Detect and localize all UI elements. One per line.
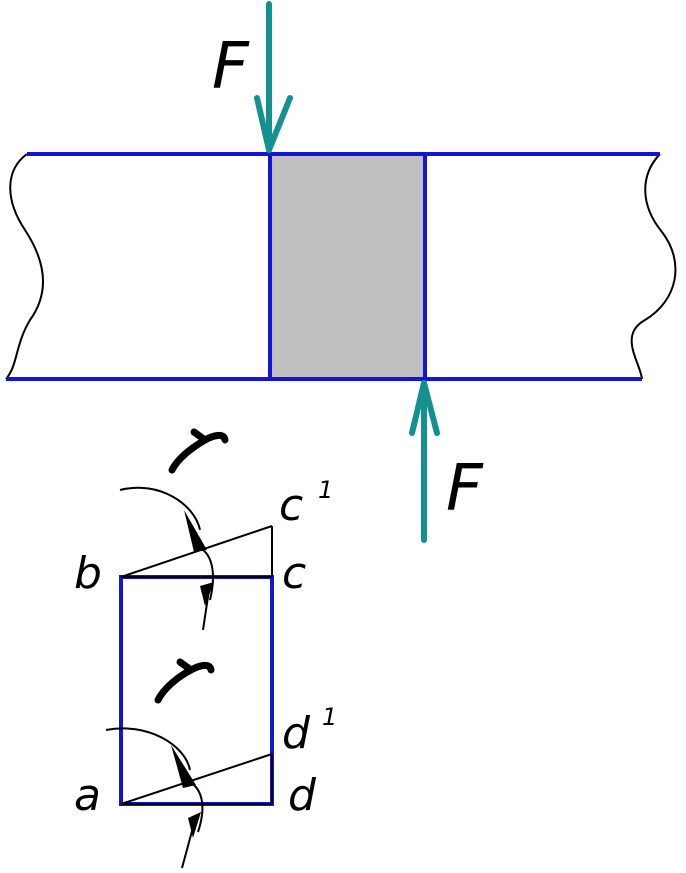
point-label-b: b [74, 548, 102, 599]
force-arrow-bottom [409, 380, 440, 543]
shear-zone [270, 154, 425, 379]
force-label-bottom: F [446, 452, 484, 526]
angle-arrowhead-top-1 [184, 510, 207, 552]
force-arrow-top [254, 1, 293, 153]
angle-arrowhead-top-2 [200, 582, 214, 606]
deformed-line-a-d1 [120, 753, 273, 805]
point-label-c: c [282, 548, 306, 599]
point-label-d-prime: d [282, 708, 311, 759]
angle-symbol-top [168, 428, 229, 474]
prime-mark-c: 1 [318, 476, 333, 504]
point-label-a: a [74, 770, 101, 821]
left-break-line [5, 153, 44, 380]
angle-arrowhead-bottom-2 [188, 812, 201, 838]
prime-mark-d: 1 [322, 703, 337, 731]
beam [5, 152, 677, 381]
point-label-c-prime: c [279, 480, 303, 531]
angle-arrowhead-bottom-1 [171, 745, 196, 788]
point-label-d: d [288, 770, 317, 821]
force-label-top: F [212, 30, 250, 104]
element-outline [119, 575, 274, 806]
angle-marker-top [119, 486, 214, 631]
angle-symbol-bottom [154, 658, 215, 704]
right-break-line [630, 153, 677, 380]
